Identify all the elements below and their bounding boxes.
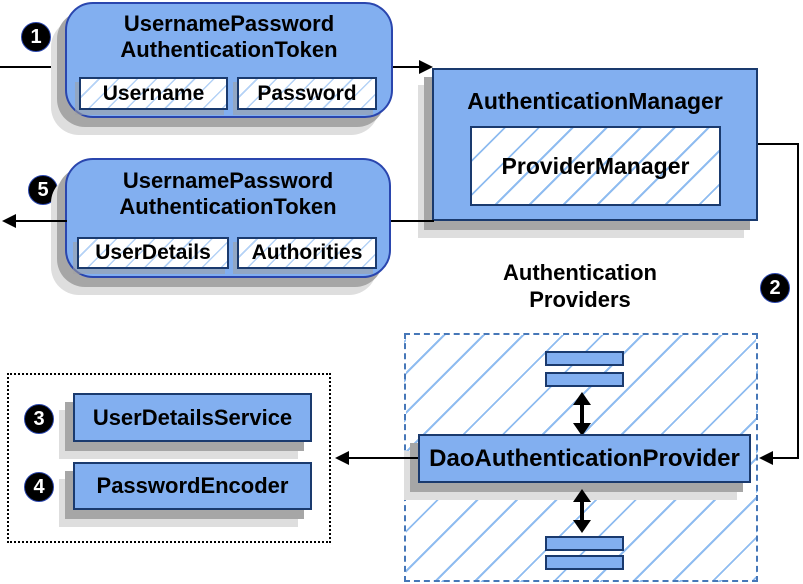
step-2-number: 2 (769, 276, 781, 299)
provider-stack-bar (545, 536, 624, 551)
token-request-title-line1: UsernamePassword (123, 11, 335, 36)
authentication-providers-caption: Authentication Providers (455, 259, 705, 313)
userdetails-field-label: UserDetails (95, 241, 211, 264)
dao-authentication-provider-node: DaoAuthenticationProvider (418, 434, 751, 483)
services-region: UserDetailsService PasswordEncoder (7, 373, 331, 543)
provider-stack-bar (545, 351, 624, 366)
authentication-manager-title: AuthenticationManager (467, 88, 723, 114)
services-arrowhead-icon (335, 451, 349, 465)
authorities-field-label: Authorities (251, 241, 363, 264)
arrow-down-tip-icon (573, 520, 591, 533)
step-5-badge: 5 (28, 175, 58, 205)
provider-to-services-line (348, 457, 418, 459)
manager-to-provider-line-vertical (797, 143, 799, 459)
password-encoder-label: PasswordEncoder (96, 473, 289, 498)
username-field-box: Username (79, 77, 228, 110)
authentication-providers-region: DaoAuthenticationProvider (404, 333, 758, 582)
password-field-box: Password (237, 77, 377, 110)
provider-arrowhead-icon (759, 451, 773, 465)
authentication-manager-node: AuthenticationManager ProviderManager (432, 68, 758, 221)
arrow-down-tip-icon (573, 423, 591, 436)
userdetails-field-box: UserDetails (77, 237, 229, 269)
token-request-title-line2: AuthenticationToken (120, 37, 338, 62)
password-field-label: Password (257, 81, 357, 105)
token-to-manager-line (393, 66, 420, 68)
arrow-up-tip-icon (573, 489, 591, 502)
step-1-badge: 1 (21, 22, 51, 52)
outgoing-response-arrowhead-icon (2, 214, 16, 228)
step-4-number: 4 (33, 475, 45, 498)
provider-stack-bar (545, 372, 624, 387)
providers-caption-line1: Authentication (503, 260, 657, 285)
user-details-service-label: UserDetailsService (92, 404, 293, 430)
token-to-manager-arrowhead-icon (419, 60, 433, 74)
arrow-shaft (580, 497, 584, 525)
manager-to-token-line (391, 220, 434, 222)
arrow-shaft (580, 400, 584, 428)
step-3-number: 3 (33, 407, 45, 430)
username-password-token-request-node: UsernamePassword AuthenticationToken Use… (65, 2, 393, 118)
double-arrow-icon (573, 392, 591, 436)
dao-authentication-provider-label: DaoAuthenticationProvider (429, 444, 740, 472)
providers-caption-line2: Providers (529, 287, 631, 312)
token-response-title-line1: UsernamePassword (122, 168, 334, 193)
step-3-badge: 3 (24, 404, 54, 434)
step-2-badge: 2 (760, 273, 790, 303)
incoming-request-line (0, 66, 67, 68)
outgoing-response-line (14, 220, 67, 222)
token-response-title: UsernamePassword AuthenticationToken (119, 168, 336, 220)
user-details-service-node: UserDetailsService (73, 393, 312, 442)
step-5-number: 5 (37, 178, 49, 201)
token-request-title: UsernamePassword AuthenticationToken (120, 11, 337, 63)
step-1-number: 1 (30, 25, 42, 48)
manager-to-provider-line-bottom (772, 457, 799, 459)
provider-manager-box: ProviderManager (470, 126, 721, 206)
manager-to-provider-line-top (758, 143, 799, 145)
provider-stack-bar (545, 555, 624, 570)
provider-manager-label: ProviderManager (501, 152, 690, 179)
authorities-field-box: Authorities (237, 237, 377, 269)
double-arrow-icon (573, 489, 591, 533)
username-password-token-response-node: UsernamePassword AuthenticationToken Use… (65, 158, 391, 278)
arrow-up-tip-icon (573, 392, 591, 405)
step-4-badge: 4 (24, 472, 54, 502)
token-response-title-line2: AuthenticationToken (119, 194, 337, 219)
username-field-label: Username (102, 81, 205, 105)
password-encoder-node: PasswordEncoder (73, 462, 312, 510)
